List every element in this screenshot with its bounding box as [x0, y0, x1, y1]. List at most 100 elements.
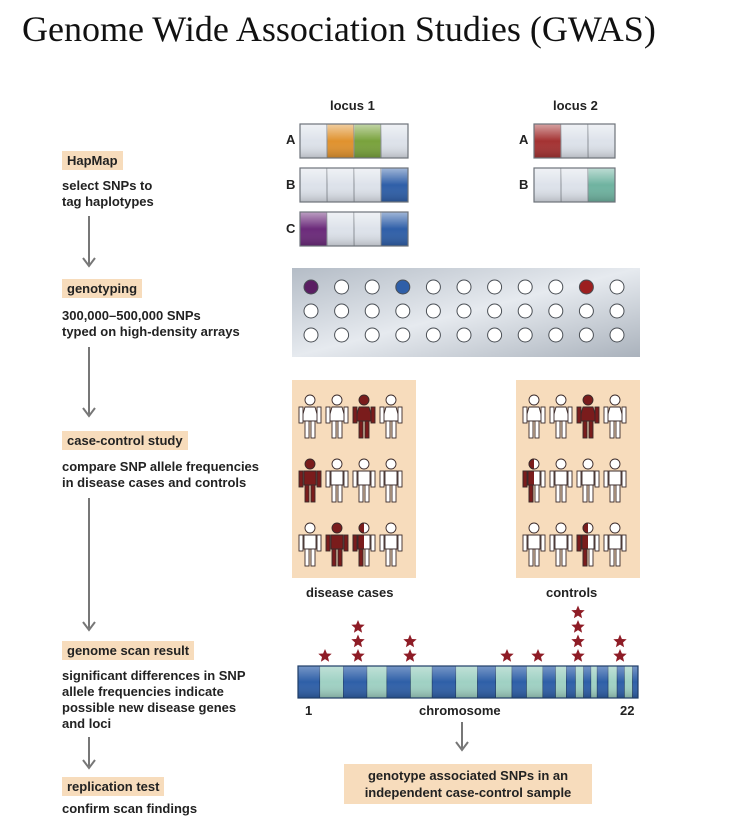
snp-dot-1-2: [364, 303, 380, 319]
case-person-2-1-part-3: [343, 534, 349, 552]
case-person-2-1-part-1: [330, 534, 344, 550]
control-person-2-3-part-4: [609, 548, 615, 567]
haplotype-locus1-row-1-shade-0: [300, 168, 327, 202]
case-person-2-3-part-5: [391, 548, 397, 567]
control-person-2-3-part-5: [615, 548, 621, 567]
control-person-1-0-halfpart-0: [528, 458, 534, 470]
control-person-1-2-part-0: [582, 458, 594, 470]
haplotype-locus1-row-1-shade-1: [327, 168, 354, 202]
snp-dot-2-3: [395, 327, 411, 343]
case-person-2-3: [379, 522, 403, 567]
control-person-0-1-part-4: [555, 420, 561, 439]
control-person-1-2-part-3: [594, 470, 600, 488]
control-person-2-2-half: [576, 522, 588, 567]
control-person-1-1-part-0: [555, 458, 567, 470]
snp-dot-1-1: [334, 303, 350, 319]
control-person-1-2-part-2: [576, 470, 582, 488]
control-person-2-1-part-5: [561, 548, 567, 567]
control-person-2-2-part-3: [594, 534, 600, 552]
case-person-1-2-part-1: [357, 470, 371, 486]
stage-case-control-tag: case-control study: [62, 431, 188, 450]
control-person-1-1-part-2: [549, 470, 555, 488]
control-person-0-2-part-2: [576, 406, 582, 424]
snp-dot-2-10: [609, 327, 625, 343]
control-person-2-0-part-1: [527, 534, 541, 550]
snp-dot-0-5: [456, 279, 472, 295]
case-person-2-2-halfpart-4: [358, 548, 364, 567]
control-person-1-3-part-1: [608, 470, 622, 486]
control-person-1-0: [522, 458, 546, 503]
snp-dot-0-1: [334, 279, 350, 295]
arrow-genomescan-replication-head: [82, 759, 96, 770]
control-person-2-0-part-2: [522, 534, 528, 552]
case-person-1-2-part-0: [358, 458, 370, 470]
control-person-2-0: [522, 522, 546, 567]
star-5-3: [571, 605, 585, 619]
case-person-2-1-part-5: [337, 548, 343, 567]
star-1-0: [351, 649, 365, 662]
snp-dot-2-7: [517, 327, 533, 343]
chromosome-start-label: 1: [305, 703, 313, 718]
case-person-2-0-part-1: [303, 534, 317, 550]
control-person-1-0-halfpart-1: [527, 470, 534, 486]
star-5-0: [571, 649, 585, 662]
case-person-1-1-part-4: [331, 484, 337, 503]
case-person-0-0-part-3: [316, 406, 322, 424]
snp-dot-1-3: [395, 303, 411, 319]
case-person-2-3-part-2: [379, 534, 385, 552]
haplotype-locus1-row-2-shade-1: [327, 212, 354, 246]
snp-dot-1-9: [578, 303, 594, 319]
star-0-0: [318, 649, 332, 662]
control-person-1-3-part-4: [609, 484, 615, 503]
arrow-chromosome-replication-head: [455, 741, 469, 752]
arrow-genotyping-casecontrol-head: [82, 407, 96, 418]
control-person-0-3-part-2: [603, 406, 609, 424]
control-person-2-0-part-4: [528, 548, 534, 567]
case-person-0-1-part-4: [331, 420, 337, 439]
case-person-1-0-part-1: [303, 470, 317, 486]
haplotype-locus2-row-1-shade-2: [588, 168, 615, 202]
case-person-1-1-part-3: [343, 470, 349, 488]
case-person-2-0-part-3: [316, 534, 322, 552]
control-person-1-0-half: [522, 458, 534, 503]
control-person-0-0-part-5: [534, 420, 540, 439]
stage-genome-scan-desc: significant differences in SNP allele fr…: [62, 668, 246, 731]
flow-arrows: [82, 216, 469, 770]
snp-dot-2-0: [303, 327, 319, 343]
control-person-2-0-part-5: [534, 548, 540, 567]
case-person-2-0-part-4: [304, 548, 310, 567]
control-person-1-0-halfpart-4: [528, 484, 534, 503]
control-person-1-1: [549, 458, 573, 503]
snp-dot-0-10: [609, 279, 625, 295]
case-person-1-2-part-3: [370, 470, 376, 488]
case-person-0-3-part-0: [385, 394, 397, 406]
case-person-0-2-part-3: [370, 406, 376, 424]
case-person-2-2: [352, 522, 376, 567]
case-person-2-2-part-5: [364, 548, 370, 567]
snp-dot-0-6: [487, 279, 503, 295]
haplotype-locus1-row-2-shade-0: [300, 212, 327, 246]
locus2-label: locus 2: [553, 98, 598, 113]
snp-dot-1-5: [456, 303, 472, 319]
snp-dot-1-10: [609, 303, 625, 319]
control-person-2-2-part-5: [588, 548, 594, 567]
arrow-casecontrol-genomescan-head: [82, 621, 96, 632]
case-person-0-0: [298, 394, 322, 439]
case-person-2-1: [325, 522, 349, 567]
control-person-2-2-halfpart-2: [576, 534, 582, 552]
haplotype-locus2-row-0-shade-2: [588, 124, 615, 158]
control-person-1-1-part-1: [554, 470, 568, 486]
stage-replication-desc: confirm scan findings: [62, 801, 198, 816]
locus1-label: locus 1: [330, 98, 375, 113]
control-person-0-0-part-4: [528, 420, 534, 439]
snp-dot-2-9: [578, 327, 594, 343]
case-person-0-3-part-2: [379, 406, 385, 424]
replication-box: genotype associated SNPs in an independe…: [344, 764, 592, 804]
chromosome-outline: [297, 665, 639, 699]
control-person-0-0-part-3: [540, 406, 546, 424]
control-person-0-2-part-5: [588, 420, 594, 439]
control-person-2-2-halfpart-0: [582, 522, 588, 534]
control-person-2-3: [603, 522, 627, 567]
control-person-1-3-part-5: [615, 484, 621, 503]
control-person-0-1-part-5: [561, 420, 567, 439]
